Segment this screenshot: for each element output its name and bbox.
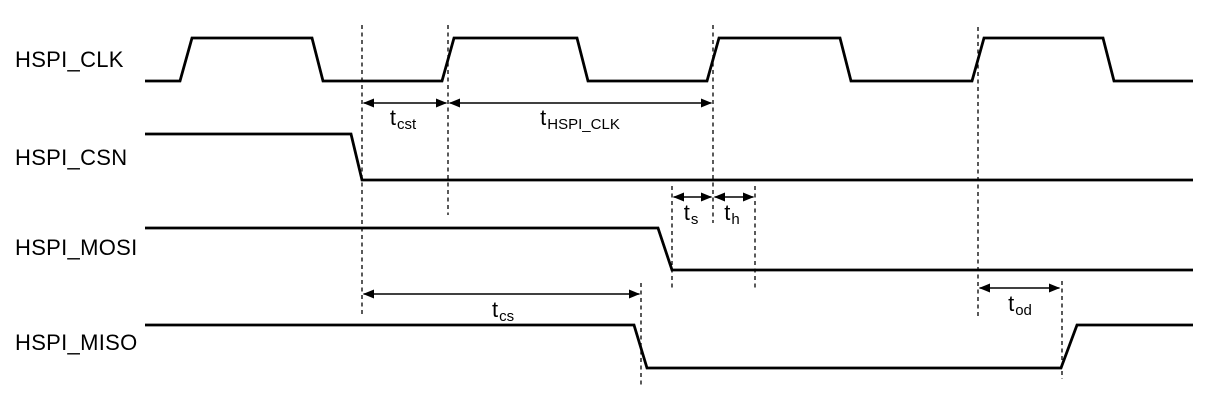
timing-label-th: th bbox=[724, 200, 739, 228]
waveform-hspi_mosi bbox=[145, 226, 1193, 272]
timing-label-tcs: tcs bbox=[491, 297, 514, 325]
dimension-arrows-group bbox=[363, 98, 1060, 299]
timing-symbol: t bbox=[491, 297, 499, 322]
timing-subscript: h bbox=[731, 211, 740, 228]
signal-label-hspi-clk: HSPI_CLK bbox=[15, 47, 124, 73]
timing-symbol: t bbox=[724, 200, 731, 225]
timing-symbol: t bbox=[540, 105, 547, 130]
waveform-hspi_csn bbox=[145, 132, 1193, 182]
timing-label-tod: tod bbox=[1008, 291, 1032, 319]
timing-subscript: HSPI_CLK bbox=[547, 116, 620, 133]
signal-label-hspi-miso: HSPI_MISO bbox=[15, 330, 138, 356]
timing-symbol: t bbox=[683, 200, 690, 225]
signal-label-hspi-csn: HSPI_CSN bbox=[15, 145, 127, 171]
signal-name-text: HSPI_MOSI bbox=[15, 235, 138, 260]
timing-label-ts: ts bbox=[683, 200, 699, 228]
timing-symbol: t bbox=[389, 105, 396, 130]
timing-subscript: cs bbox=[499, 308, 515, 325]
signal-waveforms-group bbox=[145, 36, 1193, 370]
signal-label-hspi-mosi: HSPI_MOSI bbox=[15, 235, 138, 261]
signal-name-text: HSPI_CLK bbox=[15, 47, 124, 72]
timing-label-thspi-clk: tHSPI_CLK bbox=[540, 105, 620, 133]
signal-name-text: HSPI_CSN bbox=[15, 145, 128, 170]
timing-subscript: od bbox=[1015, 302, 1032, 319]
waveform-hspi_clk bbox=[145, 36, 1193, 83]
timing-label-tcst: tcst bbox=[389, 105, 416, 133]
signal-name-text: HSPI_MISO bbox=[15, 330, 138, 355]
dashed-guides-group bbox=[361, 25, 1063, 386]
timing-symbol: t bbox=[1008, 291, 1015, 316]
waveform-hspi_miso bbox=[145, 323, 1193, 370]
timing-subscript: cst bbox=[396, 116, 417, 133]
timing-subscript: s bbox=[690, 211, 699, 228]
